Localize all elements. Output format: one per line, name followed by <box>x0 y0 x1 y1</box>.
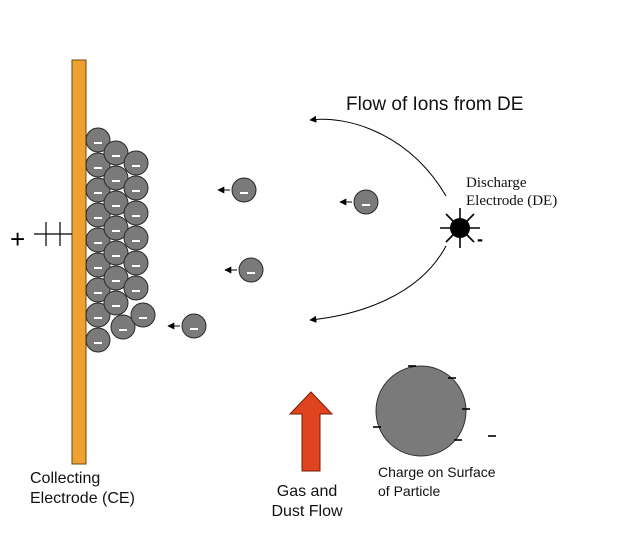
collected-particle <box>85 127 111 153</box>
discharge-electrode-label: Discharge Electrode (DE) <box>466 174 557 210</box>
migrating-particle <box>181 313 207 339</box>
migrating-particle <box>353 189 379 215</box>
negative-charge-mark <box>94 242 102 244</box>
migrating-particles <box>167 177 379 339</box>
collected-particle <box>130 302 156 328</box>
negative-charge-mark <box>94 192 102 194</box>
negative-charge-mark <box>132 290 140 292</box>
negative-charge-mark <box>112 280 120 282</box>
charged-particle-large <box>375 365 467 457</box>
negative-charge-mark <box>132 165 140 167</box>
collecting-electrode-label: Collecting Electrode (CE) <box>30 469 135 509</box>
negative-charge-mark <box>94 267 102 269</box>
collected-particle <box>123 175 149 201</box>
negative-charge-mark <box>190 328 198 330</box>
gas-flow-label: Gas and Dust Flow <box>252 482 362 522</box>
negative-charge-mark <box>94 167 102 169</box>
discharge-electrode-negative-symbol: - <box>477 229 483 249</box>
negative-charge-mark <box>132 265 140 267</box>
collected-particle <box>103 215 129 241</box>
gas-flow-arrow <box>288 391 334 472</box>
collected-particle <box>103 290 129 316</box>
collecting-electrode-label-line2: Electrode (CE) <box>30 490 135 507</box>
collected-particle <box>110 314 136 340</box>
discharge-electrode-label-line1: Discharge <box>466 175 527 191</box>
negative-charge-mark <box>247 272 255 274</box>
collected-particle <box>123 200 149 226</box>
collected-particle <box>123 225 149 251</box>
collected-particle <box>85 227 111 253</box>
negative-charge-mark <box>94 317 102 319</box>
negative-charge-mark <box>94 342 102 344</box>
negative-charge-mark <box>112 305 120 307</box>
negative-charge-mark <box>112 180 120 182</box>
collected-particle <box>85 252 111 278</box>
collected-particle <box>103 165 129 191</box>
surface-charges <box>373 365 496 441</box>
negative-charge-mark <box>362 204 370 206</box>
negative-charge-mark <box>240 192 248 194</box>
negative-charge-mark <box>112 205 120 207</box>
discharge-electrode-label-line2: Electrode (DE) <box>466 193 558 209</box>
gas-flow-label-line1: Gas and <box>276 483 338 500</box>
collected-particle <box>85 202 111 228</box>
collected-particle <box>85 277 111 303</box>
ion-flow-arc-upper <box>309 115 447 197</box>
surface-charge-label-line2: of Particle <box>378 483 441 499</box>
negative-charge-mark <box>132 190 140 192</box>
surface-charge-label-line1: Charge on Surface <box>378 464 496 480</box>
negative-charge-mark <box>94 217 102 219</box>
collected-particle <box>85 152 111 178</box>
collecting-electrode-label-line1: Collecting <box>30 470 101 487</box>
ion-flow-arc-lower <box>309 245 447 323</box>
negative-charge-mark <box>112 230 120 232</box>
collected-particle <box>85 177 111 203</box>
discharge-electrode <box>440 208 480 248</box>
collected-particle <box>103 190 129 216</box>
negative-charge-mark <box>139 317 147 319</box>
collected-particle <box>85 302 111 328</box>
negative-charge-mark <box>94 142 102 144</box>
collected-particle <box>103 140 129 166</box>
ion-flow-label: Flow of Ions from DE <box>346 94 524 115</box>
collected-particle <box>103 265 129 291</box>
collected-particle <box>103 240 129 266</box>
collected-particle <box>85 327 111 353</box>
negative-charge-mark <box>132 215 140 217</box>
collected-particle <box>123 275 149 301</box>
gas-flow-label-line2: Dust Flow <box>271 503 343 520</box>
positive-terminal <box>34 222 72 246</box>
collecting-electrode-plate <box>71 59 87 465</box>
surface-charge-label: Charge on Surface of Particle <box>378 463 496 501</box>
collected-particle <box>123 250 149 276</box>
negative-charge-mark <box>94 292 102 294</box>
negative-charge-mark <box>132 240 140 242</box>
collected-particle <box>123 150 149 176</box>
migrating-particle <box>231 177 257 203</box>
positive-symbol: + <box>10 224 25 254</box>
negative-charge-mark <box>112 255 120 257</box>
collected-particle-layer <box>85 127 156 353</box>
negative-charge-mark <box>119 329 127 331</box>
negative-charge-mark <box>112 155 120 157</box>
migrating-particle <box>238 257 264 283</box>
